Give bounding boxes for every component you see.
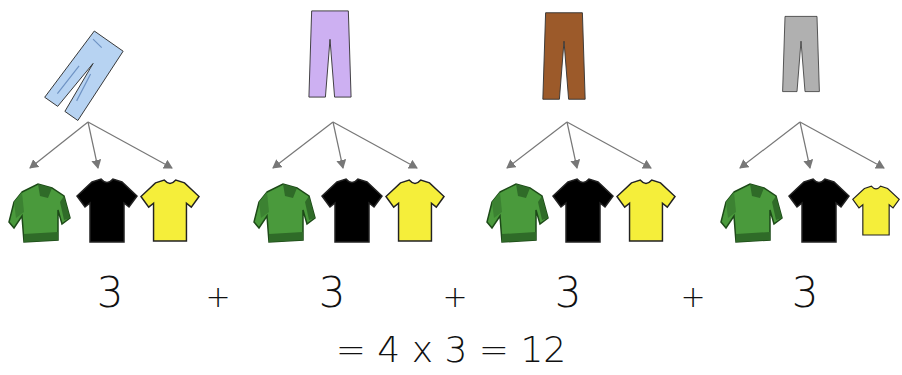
shirt-group (254, 179, 444, 242)
leggings-icon (309, 11, 351, 97)
count-number: 3 (319, 272, 346, 314)
jeans-icon (45, 30, 126, 121)
plus-sign: + (205, 282, 230, 312)
plus-sign: + (680, 282, 705, 312)
shirt-group (487, 179, 675, 242)
result-equation: = 4 x 3 = 12 (336, 332, 566, 368)
count-number: 3 (792, 272, 819, 314)
trousers-icon (543, 13, 585, 99)
plus-sign: + (442, 282, 467, 312)
grey-jeans-icon (783, 16, 820, 91)
count-number: 3 (97, 272, 124, 314)
branch-arrows (30, 122, 884, 168)
count-number: 3 (555, 272, 582, 314)
shirt-group (9, 179, 199, 242)
shirt-group (721, 179, 899, 242)
